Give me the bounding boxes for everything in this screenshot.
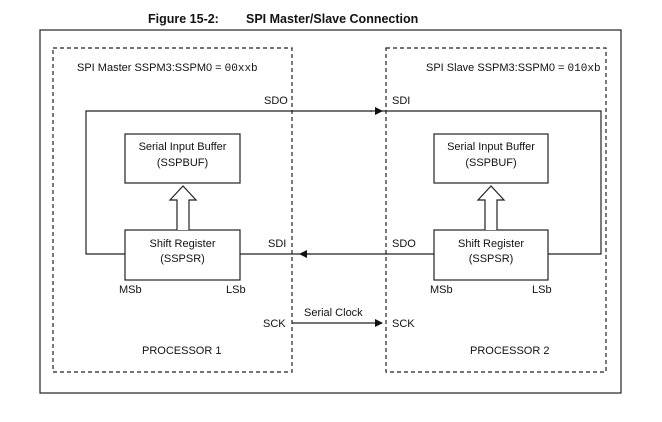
processor-2-boundary [385,47,607,373]
slave-buffer-label-2: (SSPBUF) [465,157,517,169]
slave-sdi-loop [382,110,602,255]
master-shift-label-2: (SSPSR) [160,253,205,265]
slave-shift-label-1: Shift Register [457,238,525,250]
slave-sdi-label: SDI [392,95,411,107]
processor-1-boundary [52,47,293,373]
master-mode-text: SPI Master SSPM3:SSPM0 = [77,62,225,74]
master-buffer-label-2: (SSPBUF) [156,157,209,169]
slave-sck-label: SCK [392,318,415,330]
master-transfer-arrow [168,185,198,230]
processor-2-label: PROCESSOR 2 [470,345,550,357]
master-mode-label: SPI Master SSPM3:SSPM0 = 00xxb [77,62,258,75]
master-msb-label: MSb [119,284,142,296]
master-sck-label: SCK [263,318,286,330]
master-sdi-label: SDI [268,238,287,250]
slave-transfer-arrow [476,185,506,230]
slave-lsb-label: LSb [532,284,552,296]
figure-frame [39,29,622,394]
processor-1-label: PROCESSOR 1 [142,345,222,357]
sdo-to-sdi-line [85,110,372,255]
slave-mode-text: SPI Slave SSPM3:SSPM0 = [426,62,568,74]
figure-title: SPI Master/Slave Connection [246,12,419,26]
slave-mode-label: SPI Slave SSPM3:SSPM0 = 010xb [426,62,601,75]
slave-mode-value: 010xb [567,63,601,75]
slave-shift-label-2: (SSPSR) [468,253,514,265]
master-mode-value: 00xxb [224,63,258,75]
master-buffer-label-1: Serial Input Buffer [138,141,227,153]
slave-serial-input-buffer [433,133,549,184]
figure-number: Figure 15-2: [148,12,219,26]
master-shift-label-1: Shift Register [149,238,216,250]
master-lsb-label: LSb [226,284,246,296]
slave-sdo-label: SDO [392,238,416,250]
serial-clock-label: Serial Clock [304,307,363,319]
master-serial-input-buffer [124,133,241,184]
master-sdo-label: SDO [264,95,288,107]
slave-buffer-label-1: Serial Input Buffer [447,141,535,153]
slave-msb-label: MSb [430,284,453,296]
